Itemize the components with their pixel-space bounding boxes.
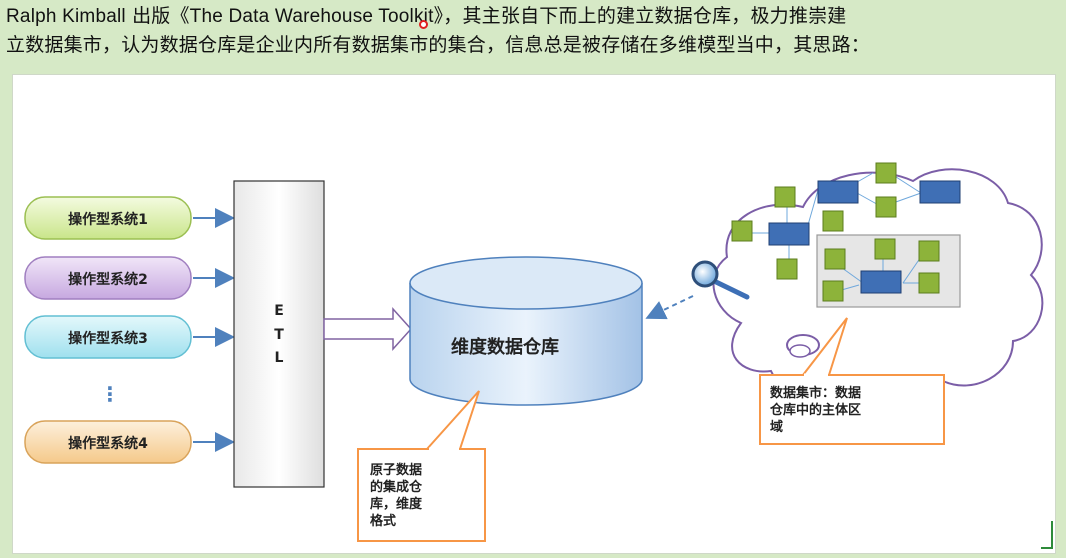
pointer-cursor-icon bbox=[419, 20, 428, 29]
architecture-diagram: 操作型系统1 操作型系统2 操作型系统3 操作型系统4 ⋮ E T L 维度数据仓库 原… bbox=[12, 74, 1056, 554]
mart-node-green bbox=[875, 162, 897, 184]
etl-to-warehouse-arrow bbox=[323, 307, 413, 351]
header-text-a: 出版《 bbox=[125, 5, 190, 27]
source-ellipsis: ⋮ bbox=[100, 382, 120, 406]
mart-node-blue bbox=[860, 270, 902, 294]
source-system-1 bbox=[24, 196, 192, 240]
warehouse-label: 维度数据仓库 bbox=[451, 336, 559, 358]
mart-node-green bbox=[875, 196, 897, 218]
mart-callout-line: 仓库中的主体区 bbox=[769, 402, 861, 418]
source-system-4 bbox=[24, 420, 192, 464]
cloud-tail-2 bbox=[789, 344, 811, 358]
mart-node-blue bbox=[919, 180, 961, 204]
warehouse-cylinder bbox=[409, 256, 643, 406]
etl-letter-t: T bbox=[274, 327, 284, 343]
warehouse-callout-line: 格式 bbox=[370, 513, 396, 529]
magnifier-icon bbox=[691, 260, 750, 300]
warehouse-callout-line: 的集成仓 bbox=[370, 479, 423, 495]
mart-node-green bbox=[918, 272, 940, 294]
book-title: The Data Warehouse Toolkit bbox=[189, 6, 434, 27]
warehouse-callout-box bbox=[357, 448, 486, 542]
mart-node-blue bbox=[817, 180, 859, 204]
warehouse-callout-line: 库，维度 bbox=[370, 496, 423, 512]
mart-callout-box bbox=[759, 374, 945, 445]
mart-node-green bbox=[824, 248, 846, 270]
header-text-b: 》，其主张自下而上的建立数据仓库，极力推崇建 bbox=[433, 5, 847, 27]
header-text: Ralph Kimball 出版《The Data Warehouse Tool… bbox=[6, 2, 1062, 59]
warehouse-callout-pointer bbox=[426, 390, 480, 450]
mart-node-blue bbox=[768, 222, 810, 246]
source-system-4-label: 操作型系统4 bbox=[68, 435, 148, 452]
source-system-2 bbox=[24, 256, 192, 300]
mart-node-green bbox=[918, 240, 940, 262]
mart-node-green bbox=[731, 220, 753, 242]
source-system-1-label: 操作型系统1 bbox=[68, 211, 148, 228]
source-system-2-label: 操作型系统2 bbox=[68, 271, 148, 288]
mart-node-green bbox=[874, 238, 896, 260]
mart-node-green bbox=[822, 280, 844, 302]
header-line-1: Ralph Kimball 出版《The Data Warehouse Tool… bbox=[6, 2, 1062, 31]
etl-letter-l: L bbox=[275, 350, 284, 366]
mart-node-green bbox=[774, 186, 796, 208]
source-system-3-label: 操作型系统3 bbox=[68, 330, 148, 347]
diagram-canvas: 操作型系统1 操作型系统2 操作型系统3 操作型系统4 ⋮ E T L 维度数据仓库 原… bbox=[24, 162, 1044, 542]
mart-node-green bbox=[822, 210, 844, 232]
mart-callout-pointer bbox=[802, 317, 848, 376]
header-line-2: 立数据集市，认为数据仓库是企业内所有数据集市的集合，信息总是被存储在多维模型当中… bbox=[6, 34, 871, 56]
mart-callout-line: 域 bbox=[770, 419, 783, 435]
author-name: Ralph Kimball bbox=[6, 6, 126, 27]
mart-callout-line: 数据集市：数据 bbox=[770, 385, 861, 401]
mart-to-warehouse-dashed-arrow bbox=[645, 295, 694, 320]
mart-node-green bbox=[776, 258, 798, 280]
source-system-3 bbox=[24, 315, 192, 359]
warehouse-callout-line: 原子数据 bbox=[370, 462, 422, 478]
etl-box bbox=[233, 180, 325, 488]
slide-corner-mark bbox=[1041, 521, 1053, 549]
etl-letter-e: E bbox=[274, 303, 284, 319]
